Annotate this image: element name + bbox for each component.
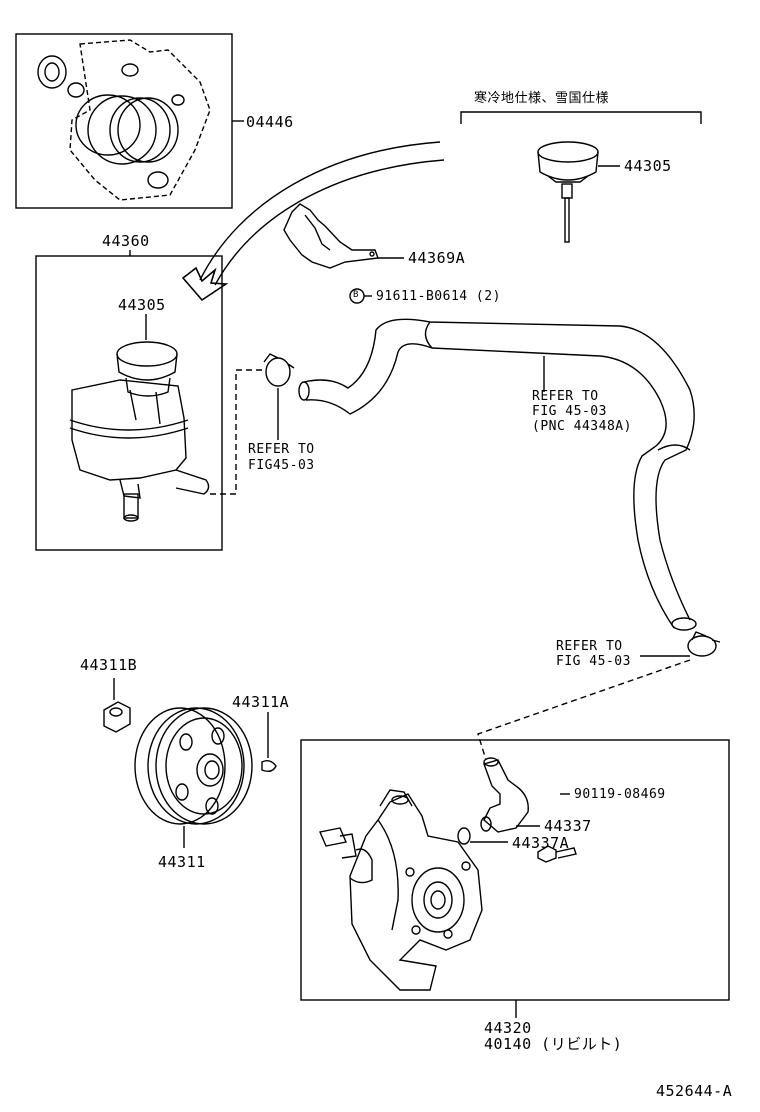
refer-left-line2: FIG45-03 <box>248 458 315 473</box>
cold-spec-label: 寒冷地仕様、雪国仕様 <box>474 91 610 106</box>
pump-label-2: 40140 (リビルト) <box>484 1035 623 1053</box>
figure-id: 452644-A <box>656 1082 733 1100</box>
kit-label: 04446 <box>246 113 294 131</box>
kit-box <box>15 33 233 209</box>
refer-hose-line1: REFER TO <box>532 389 599 404</box>
clamp-icon <box>263 353 295 387</box>
bolt-label: 91611-B0614 (2) <box>376 289 501 304</box>
refer-left-line1: REFER TO <box>248 442 315 457</box>
cap-cold-icon <box>537 141 599 243</box>
reservoir-box <box>35 255 223 551</box>
pump-label-1: 44320 <box>484 1019 532 1037</box>
bolt2-icon <box>537 845 577 863</box>
refer-right-line2: FIG 45-03 <box>556 654 631 669</box>
nut-label: 44311B <box>80 656 138 674</box>
pump-icon <box>319 789 483 991</box>
refer-right-line1: REFER TO <box>556 639 623 654</box>
cold-spec-bracket <box>460 111 702 124</box>
bracket-icon <box>283 203 379 269</box>
pump-box <box>300 739 730 1001</box>
pulley-label: 44311 <box>158 853 206 871</box>
oring-label: 44337A <box>512 834 570 852</box>
key-label: 44311A <box>232 693 290 711</box>
key-icon <box>261 759 277 773</box>
bolt2-label: 90119-08469 <box>574 787 666 802</box>
arrow-icon <box>199 141 445 286</box>
reservoir-assy-label: 44360 <box>102 232 150 250</box>
cap-cold-label: 44305 <box>624 157 672 175</box>
arrowhead-icon <box>181 266 229 302</box>
refer-hose-line2: FIG 45-03 <box>532 404 607 419</box>
union-label: 44337 <box>544 817 592 835</box>
kit-seal-icon <box>37 39 211 201</box>
pulley-icon <box>134 707 253 825</box>
bracket-label: 44369A <box>408 249 466 267</box>
cap-label: 44305 <box>118 296 166 314</box>
nut-icon <box>103 701 131 733</box>
reservoir-icon <box>69 341 210 522</box>
union-icon <box>480 757 529 833</box>
bolt-marker-label: B <box>353 290 359 300</box>
clamp-right-icon <box>687 631 721 657</box>
refer-hose-line3: (PNC 44348A) <box>532 419 632 434</box>
hose-icon <box>298 318 697 631</box>
oring-icon <box>457 827 471 845</box>
